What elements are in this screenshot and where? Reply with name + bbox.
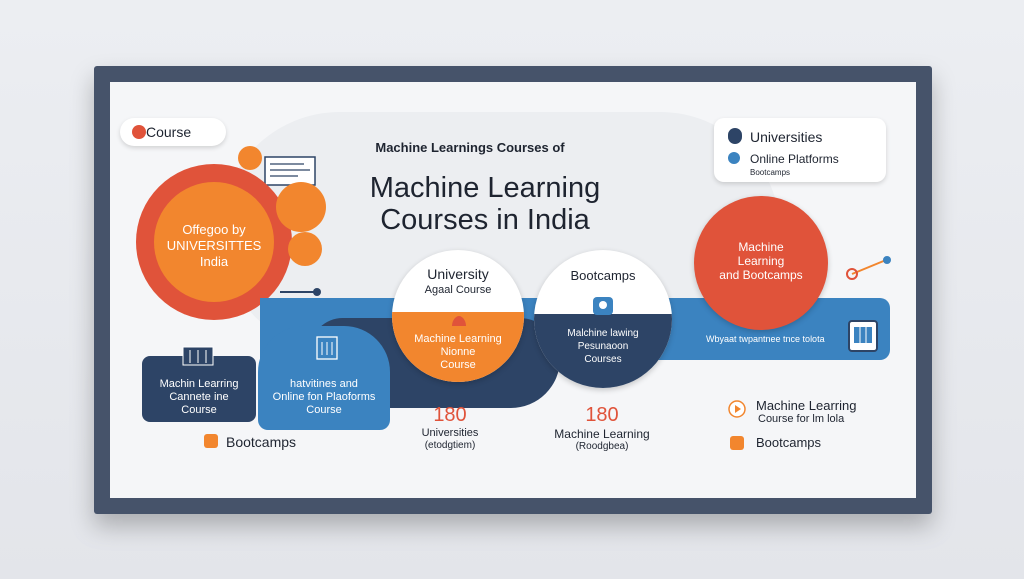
- legend-dot-online: [728, 152, 740, 164]
- legend-bootcamps: Bootcamps: [750, 168, 791, 177]
- bootcamps-circle-bottom3: Courses: [584, 354, 622, 365]
- play-icon: [728, 400, 746, 423]
- universities-circle: [154, 182, 274, 302]
- infographic-board: Course Offegoo by UNIVERSITTES India Mac…: [110, 82, 916, 498]
- institution-icon: [316, 336, 338, 365]
- stat1-line1: Universities: [421, 427, 479, 439]
- universities-circle-line2: UNIVERSITTES: [166, 238, 262, 253]
- legend-online: Online Platforms: [750, 152, 839, 166]
- bootcamps-circle-bottom2: Pesunaoon: [577, 341, 629, 352]
- universities-circle-line1: Offegoo by: [182, 222, 246, 237]
- ml-bootcamps-line2: Learning: [737, 254, 785, 268]
- card-mid-line3: Course: [306, 404, 342, 416]
- bootcamps-circle-bottom: [534, 314, 672, 388]
- legend-universities: Universities: [750, 129, 823, 145]
- connector-dot: [313, 288, 321, 296]
- card-left: [142, 356, 256, 422]
- orange-bubble-small: [288, 232, 322, 266]
- bootcamps-bottom-left: Bootcamps: [226, 434, 297, 450]
- university-course-bottom2: Nionne: [440, 346, 476, 358]
- header-title-line2: Courses in India: [380, 204, 590, 236]
- header-title-line1: Machine Learning: [369, 172, 601, 204]
- course-pill-label: Course: [146, 124, 192, 140]
- bottom-right-bootcamps-dot: [730, 436, 744, 450]
- legend-card: Universities Online Platforms Bootcamps: [714, 118, 886, 182]
- slider-icon: [844, 252, 894, 287]
- ribbon-text: Wbyaat twpantnee tnce tolota: [706, 334, 825, 344]
- bootcamps-circle: [534, 250, 672, 388]
- bootcamps-circle-bottom1: Malchine lawing: [567, 328, 639, 339]
- bottom-right-bootcamps: Bootcamps: [756, 435, 822, 450]
- building-icon: [182, 344, 214, 371]
- stat2-line1: Machine Learning: [554, 427, 650, 441]
- connector-line: [280, 291, 316, 293]
- header-subtitle: Machine Learnings Courses of: [375, 140, 565, 155]
- stat1-line2: (etodgtiem): [424, 440, 476, 451]
- legend-dot-universities: [728, 128, 742, 144]
- ml-bootcamps-circle: [694, 196, 828, 330]
- course-pill: Course: [120, 118, 226, 146]
- card-mid-line2: Online fon Plaoforms: [272, 391, 376, 403]
- stat2-value: 180: [585, 404, 619, 426]
- bottom-right-item1-line1: Machine Learring: [756, 398, 857, 413]
- card-left-line1: Machin Learring: [159, 378, 239, 390]
- university-course-bottom1: Machine Learning: [414, 333, 502, 345]
- bootcamps-circle-top: Bootcamps: [570, 268, 636, 283]
- ml-bootcamps-line3: and Bootcamps: [719, 268, 803, 282]
- stat2-line2: (Roodgbea): [575, 441, 629, 452]
- card-mid-line1: hatvitines and: [290, 378, 358, 390]
- award-icon: [592, 296, 614, 321]
- hands-icon: [450, 314, 468, 333]
- orange-bubble-top: [238, 146, 262, 170]
- course-dot: [132, 125, 146, 139]
- card-left-line2: Cannete ine: [169, 391, 229, 403]
- card-left-line3: Course: [181, 404, 217, 416]
- university-course-top2: Agaal Course: [424, 284, 492, 296]
- university-course-top1: University: [427, 266, 489, 282]
- bootcamps-bottom-left-dot: [204, 434, 218, 448]
- ml-bootcamps-line1: Machine: [738, 240, 784, 254]
- card-mid: [258, 326, 390, 430]
- device-icon: [848, 320, 878, 357]
- university-course-bottom3: Course: [440, 359, 476, 371]
- universities-circle-line3: India: [199, 254, 229, 269]
- stat1-value: 180: [433, 404, 467, 426]
- bottom-right-item1-line2: Course for lm lola: [758, 413, 845, 425]
- orange-bubble-large: [276, 182, 326, 232]
